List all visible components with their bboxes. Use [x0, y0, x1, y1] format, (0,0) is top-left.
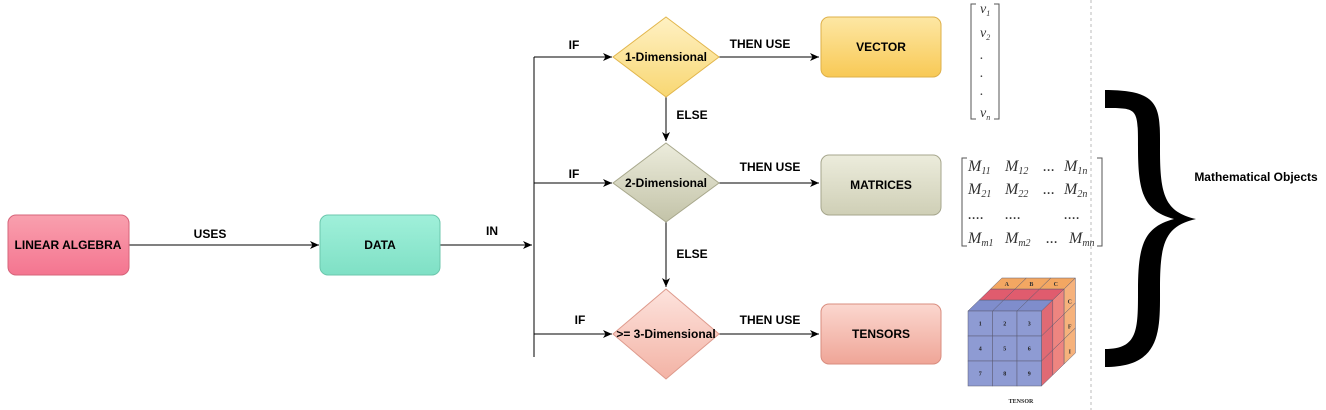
node-linear-algebra: LINEAR ALGEBRA: [7, 214, 130, 276]
node-tensors-label: TENSORS: [852, 327, 910, 341]
tensor-cube: A B C C F I 1 2 3 4 5 6 7 8 9: [967, 277, 1077, 387]
label-else-2: ELSE: [676, 247, 707, 261]
tensor-front-number: 9: [1028, 372, 1031, 378]
tensor-front-cell: [967, 335, 993, 362]
tensor-front-number: 1: [979, 322, 982, 328]
decision-1-dimensional-label: 1-Dimensional: [625, 50, 707, 64]
matrix-entry: Mm1: [967, 230, 994, 249]
label-uses: USES: [194, 227, 227, 241]
tensor-front-cell: [992, 310, 1018, 337]
vector-bracket-right: [994, 3, 1000, 120]
matrix-entry: ....: [968, 206, 984, 223]
decision-3-dimensional-label: >= 3-Dimensional: [616, 327, 715, 341]
label-in: IN: [486, 224, 498, 238]
tensor-top-letter: B: [1029, 282, 1033, 288]
vector-entry: .: [980, 84, 984, 99]
tensor-front-cell: [967, 310, 993, 337]
node-matrices-label: MATRICES: [850, 178, 912, 192]
node-data-label: DATA: [364, 238, 396, 252]
node-matrices: MATRICES: [820, 154, 942, 216]
matrix-entry: ....: [1064, 206, 1080, 223]
tensor-caption: TENSOR: [1009, 399, 1034, 405]
label-else-1: ELSE: [676, 108, 707, 122]
label-if-2: IF: [569, 167, 580, 181]
tensor-front-cell: [992, 360, 1018, 387]
tensor-top-letter: C: [1054, 282, 1058, 288]
tensor-front-number: 4: [979, 347, 982, 353]
node-linear-algebra-label: LINEAR ALGEBRA: [15, 238, 122, 252]
label-then-use-1: THEN USE: [730, 37, 791, 51]
matrix-entry: Mm2: [1004, 230, 1031, 249]
tensor-side-letter: F: [1068, 325, 1072, 331]
tensor-front-number: 3: [1028, 322, 1031, 328]
tensor-top-letter: A: [1005, 282, 1010, 288]
connectors: [129, 53, 819, 357]
tensor-front-number: 8: [1003, 372, 1006, 378]
matrix-entry: M11: [967, 158, 991, 177]
vector-entry: .: [980, 66, 984, 81]
label-then-use-3: THEN USE: [740, 313, 801, 327]
matrix-entry: M1n: [1063, 158, 1087, 177]
node-vector-label: VECTOR: [856, 40, 906, 54]
matrix-entry: ...: [1043, 181, 1055, 198]
node-vector: VECTOR: [820, 16, 942, 78]
tensor-side-letter: I: [1069, 350, 1072, 356]
summary-label: Mathematical Objects: [1194, 170, 1318, 184]
node-tensors: TENSORS: [820, 303, 942, 365]
vector-entry: .: [980, 48, 984, 63]
label-then-use-2: THEN USE: [740, 160, 801, 174]
node-data: DATA: [319, 214, 441, 276]
matrix-entry: M12: [1004, 158, 1028, 177]
tensor-side-letter: C: [1068, 300, 1072, 306]
matrix-entry: M22: [1004, 181, 1028, 200]
vector-notation: v1 v2... vn: [970, 2, 1000, 122]
tensor-side-cell: [1063, 327, 1076, 365]
tensor-front-number: 6: [1028, 347, 1031, 353]
matrix-bracket-right: [1097, 157, 1103, 247]
tensor-front-cell: [1016, 360, 1042, 387]
label-if-3: IF: [575, 313, 586, 327]
matrix-bracket-left: [961, 157, 967, 247]
tensor-front-cell: [1016, 310, 1042, 337]
tensor-front-number: 7: [979, 372, 982, 378]
label-if-1: IF: [569, 38, 580, 52]
vector-entry: vn: [980, 106, 990, 122]
decision-2-dimensional: 2-Dimensional: [612, 142, 720, 223]
matrix-entry: M2n: [1063, 181, 1087, 200]
vector-bracket-left: [970, 3, 976, 120]
matrix-entry: ....: [1005, 206, 1021, 223]
decision-1-dimensional: 1-Dimensional: [612, 16, 720, 98]
tensor-front-number: 5: [1003, 347, 1006, 353]
vector-entry: v1: [980, 2, 990, 18]
decision-2-dimensional-label: 2-Dimensional: [625, 176, 707, 190]
matrix-entry: ...: [1046, 230, 1058, 247]
matrix-entry: Mmn: [1068, 230, 1095, 249]
tensor-front-number: 2: [1003, 322, 1006, 328]
decision-3-dimensional: >= 3-Dimensional: [612, 288, 720, 380]
vector-entry: v2: [980, 26, 990, 42]
matrix-entry: M21: [967, 181, 991, 200]
matrix-entry: ...: [1043, 158, 1055, 175]
curly-brace: [1105, 90, 1196, 367]
